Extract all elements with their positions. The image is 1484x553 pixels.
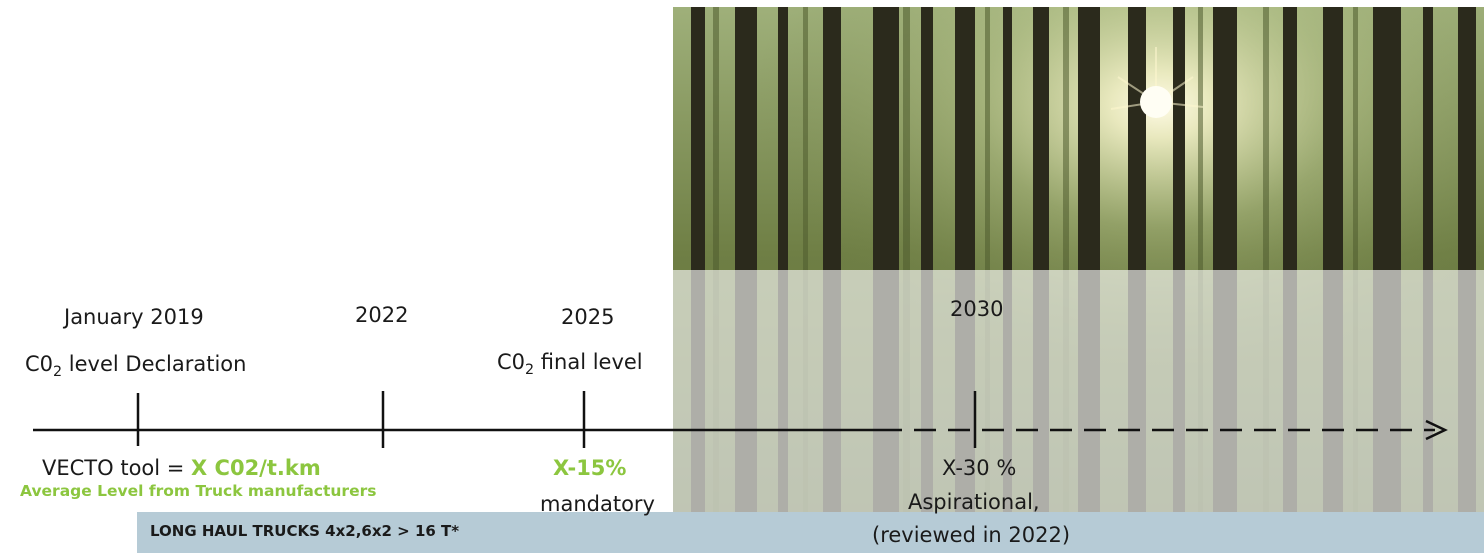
target-2030-review: (reviewed in 2022) xyxy=(872,523,1071,547)
target-2025-value: X-15% xyxy=(553,456,627,480)
co2-prefix: C0 xyxy=(497,350,526,374)
long-haul-band-label: LONG HAUL TRUCKS 4x2,6x2 > 16 T* xyxy=(150,522,460,540)
co2-suffix: level Declaration xyxy=(62,352,247,376)
long-haul-band xyxy=(137,512,1484,553)
co2-suffix: final level xyxy=(534,350,643,374)
target-2030-value: X-30 % xyxy=(942,456,1017,480)
vecto-tool-value: X C02/t.km xyxy=(191,456,321,480)
co2-subscript: 2 xyxy=(525,361,535,378)
milestone-2025-label: C02 final level xyxy=(497,350,643,377)
co2-prefix: C0 xyxy=(25,352,54,376)
timeline-arrowhead xyxy=(1425,419,1448,441)
co2-subscript: 2 xyxy=(53,363,63,380)
target-2025-note: mandatory xyxy=(540,492,655,516)
milestone-2030-year: 2030 xyxy=(950,297,1004,321)
vecto-tool-prefix: VECTO tool = xyxy=(42,456,192,480)
milestone-2025-year: 2025 xyxy=(561,305,615,329)
average-level-note: Average Level from Truck manufacturers xyxy=(20,482,377,500)
milestone-2019-label: C02 level Declaration xyxy=(25,352,247,379)
target-2030-note: Aspirational, xyxy=(908,490,1040,514)
milestone-2019-year: January 2019 xyxy=(64,305,204,329)
translucent-overlay xyxy=(42,270,1484,553)
vecto-tool-line: VECTO tool = X C02/t.km xyxy=(42,456,321,480)
milestone-2022-year: 2022 xyxy=(355,303,409,327)
